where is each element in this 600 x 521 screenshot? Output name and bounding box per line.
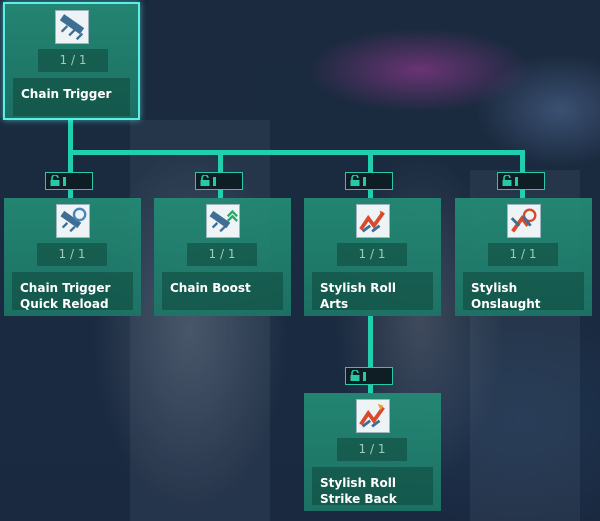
skill-level-count: 1 / 1	[337, 243, 407, 266]
unlock-icon	[200, 175, 210, 186]
skill-name-line1: Stylish Roll	[320, 281, 397, 295]
skill-level-count: 1 / 1	[337, 438, 407, 461]
skill-node-chain-boost[interactable]: 1 / 1 Chain Boost	[154, 198, 291, 316]
unlock-bar	[515, 177, 518, 186]
skill-name: Chain Boost	[162, 272, 283, 310]
unlock-indicator	[497, 172, 545, 190]
unlock-bar	[63, 177, 66, 186]
unlock-bar	[363, 372, 366, 381]
chain-trigger-icon	[54, 10, 89, 44]
connector-line	[68, 150, 525, 155]
stylish-roll-strike-back-icon	[355, 399, 390, 433]
unlock-icon	[350, 175, 360, 186]
chain-trigger-quick-reload-icon	[55, 204, 90, 238]
skill-level-count: 1 / 1	[37, 243, 107, 266]
chain-boost-icon	[205, 204, 240, 238]
skill-level-count: 1 / 1	[488, 243, 558, 266]
skill-level-count: 1 / 1	[38, 49, 108, 72]
unlock-indicator	[345, 172, 393, 190]
skill-name-line2: Quick Reload	[20, 297, 109, 311]
unlock-bar	[213, 177, 216, 186]
skill-name-line1: Chain Trigger	[20, 281, 111, 295]
skill-node-chain-trigger[interactable]: 1 / 1 Chain Trigger	[3, 2, 140, 120]
unlock-indicator	[195, 172, 243, 190]
skill-name-line1: Stylish Roll	[320, 476, 397, 490]
unlock-indicator	[345, 367, 393, 385]
skill-name-line1: Chain Trigger	[21, 87, 112, 101]
skill-name-line1: Chain Boost	[170, 281, 251, 295]
skill-name-line2: Strike Back	[320, 492, 397, 506]
skill-name-line1: Stylish	[471, 281, 518, 295]
connector-line	[368, 316, 373, 394]
skill-name: Chain Trigger	[13, 78, 130, 116]
skill-level-count: 1 / 1	[187, 243, 257, 266]
stylish-onslaught-icon	[506, 204, 541, 238]
unlock-indicator	[45, 172, 93, 190]
skill-name-line2: Arts	[320, 297, 349, 311]
unlock-bar	[363, 177, 366, 186]
skill-name-line2: Onslaught	[471, 297, 541, 311]
unlock-icon	[50, 175, 60, 186]
stylish-roll-arts-icon	[355, 204, 390, 238]
connector-line	[68, 119, 73, 155]
unlock-icon	[502, 175, 512, 186]
unlock-icon	[350, 370, 360, 381]
